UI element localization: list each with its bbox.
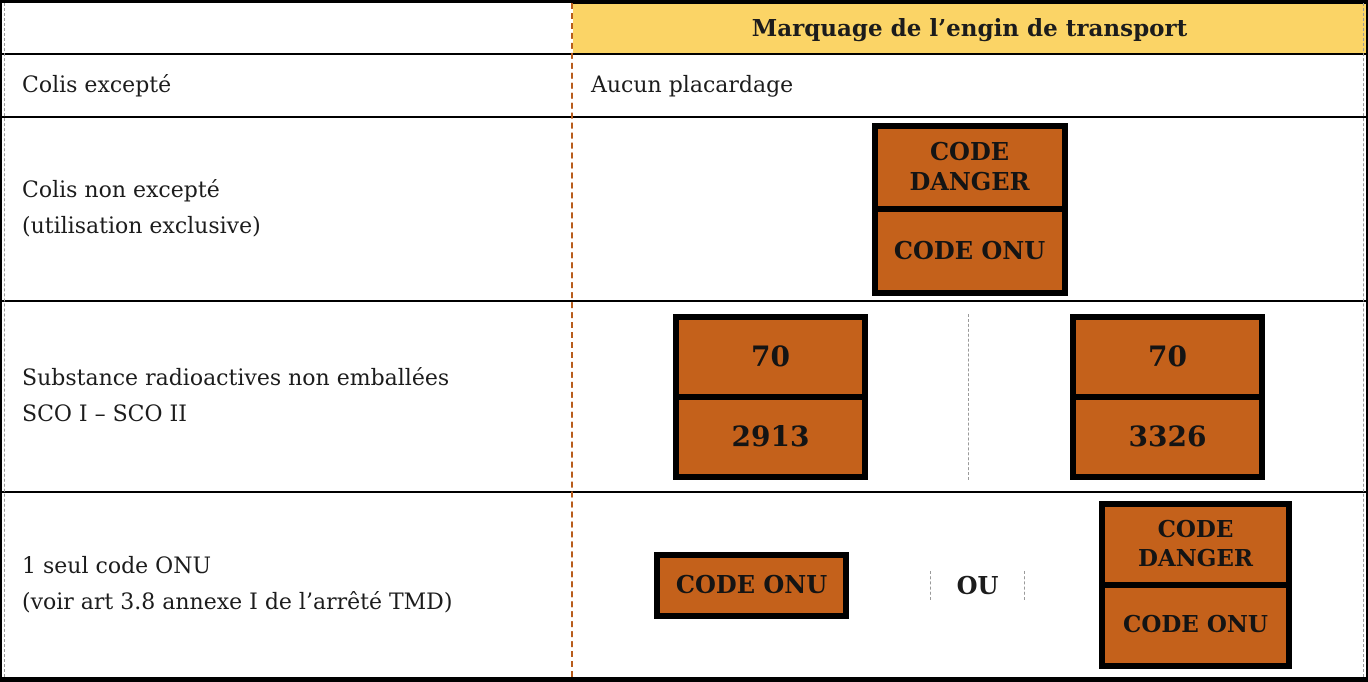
plate-cell-code-danger: CODE DANGER (877, 128, 1062, 206)
or-separator-text: OU (956, 570, 999, 600)
plate-text-line: 2913 (731, 420, 810, 453)
table-header-title: Marquage de l’engin de transport (751, 15, 1188, 42)
plate-cell-un-number: 3326 (1076, 399, 1259, 474)
table-row-colis-excepte: Colis excepté Aucun placardage (2, 55, 1366, 118)
subcell-plate-code-onu: CODE ONU (573, 551, 930, 619)
plate-text-line: DANGER (1137, 544, 1254, 572)
row-label-line: SCO I – SCO II (22, 401, 187, 427)
plate-cell-un-number: 2913 (679, 399, 862, 474)
row-label-line: (voir art 3.8 annexe I de l’arrêté TMD) (22, 590, 453, 615)
plate-cell-hazard-code: 70 (1076, 319, 1259, 394)
plate-text-line: CODE ONU (1123, 611, 1268, 639)
plate-cell-hazard-code: 70 (679, 319, 862, 394)
table-row-sco: Substance radioactives non emballées SCO… (2, 302, 1366, 493)
plate-cell-code-danger: CODE DANGER (1105, 507, 1286, 582)
row-label: Colis non excepté (utilisation exclusive… (2, 118, 573, 300)
plate-text-line: CODE (929, 137, 1010, 167)
plate-cell-code-onu: CODE ONU (660, 557, 843, 613)
row-content: CODE ONU OU CODE DANGER CODE ONU (573, 493, 1366, 677)
plate-text-line: DANGER (909, 167, 1030, 197)
row-label-line: (utilisation exclusive) (22, 214, 261, 239)
header-empty-cell (2, 3, 573, 53)
orange-plate-70-2913: 70 2913 (673, 313, 868, 480)
row-label: Substance radioactives non emballées SCO… (2, 302, 573, 491)
header-row: Marquage de l’engin de transport (2, 3, 1366, 55)
plate-text-line: CODE (1157, 515, 1234, 543)
row-label: Colis excepté (2, 55, 573, 116)
plate-text-line: 70 (751, 340, 790, 373)
row-content: Aucun placardage (573, 55, 1366, 116)
subcell-plate-3326: 70 3326 (968, 313, 1366, 480)
plate-text-line: CODE ONU (675, 570, 828, 599)
row-label: 1 seul code ONU (voir art 3.8 annexe I d… (2, 493, 573, 677)
row-content: 70 2913 70 3326 (573, 302, 1366, 491)
row-label-line: Substance radioactives non emballées (22, 365, 450, 391)
plate-cell-code-onu: CODE ONU (1105, 588, 1286, 663)
orange-plate-code-danger-onu: CODE DANGER CODE ONU (1099, 501, 1292, 669)
subcell-plate-code-danger-onu: CODE DANGER CODE ONU (1025, 501, 1366, 669)
plate-text-line: CODE ONU (893, 235, 1046, 265)
header-title-cell: Marquage de l’engin de transport (573, 3, 1366, 53)
subcell-plate-2913: 70 2913 (573, 313, 968, 480)
orange-plate-70-3326: 70 3326 (1070, 313, 1265, 480)
row-label-line: Colis non excepté (22, 178, 220, 204)
orange-plate-code-danger-onu: CODE DANGER CODE ONU (871, 122, 1068, 296)
subcell-or: OU (930, 570, 1025, 600)
plate-text-line: 70 (1148, 340, 1187, 373)
plate-text-line: 3326 (1128, 420, 1207, 453)
row-content: CODE DANGER CODE ONU (573, 118, 1366, 300)
plate-cell-code-onu: CODE ONU (877, 212, 1062, 290)
table-row-un-code: 1 seul code ONU (voir art 3.8 annexe I d… (2, 493, 1366, 677)
no-placard-text: Aucun placardage (591, 73, 794, 98)
row-label-text: Colis excepté (22, 72, 172, 98)
orange-plate-code-onu: CODE ONU (654, 551, 849, 619)
row-label-line: 1 seul code ONU (22, 554, 211, 580)
table-row-colis-non-excepte: Colis non excepté (utilisation exclusive… (2, 118, 1366, 302)
